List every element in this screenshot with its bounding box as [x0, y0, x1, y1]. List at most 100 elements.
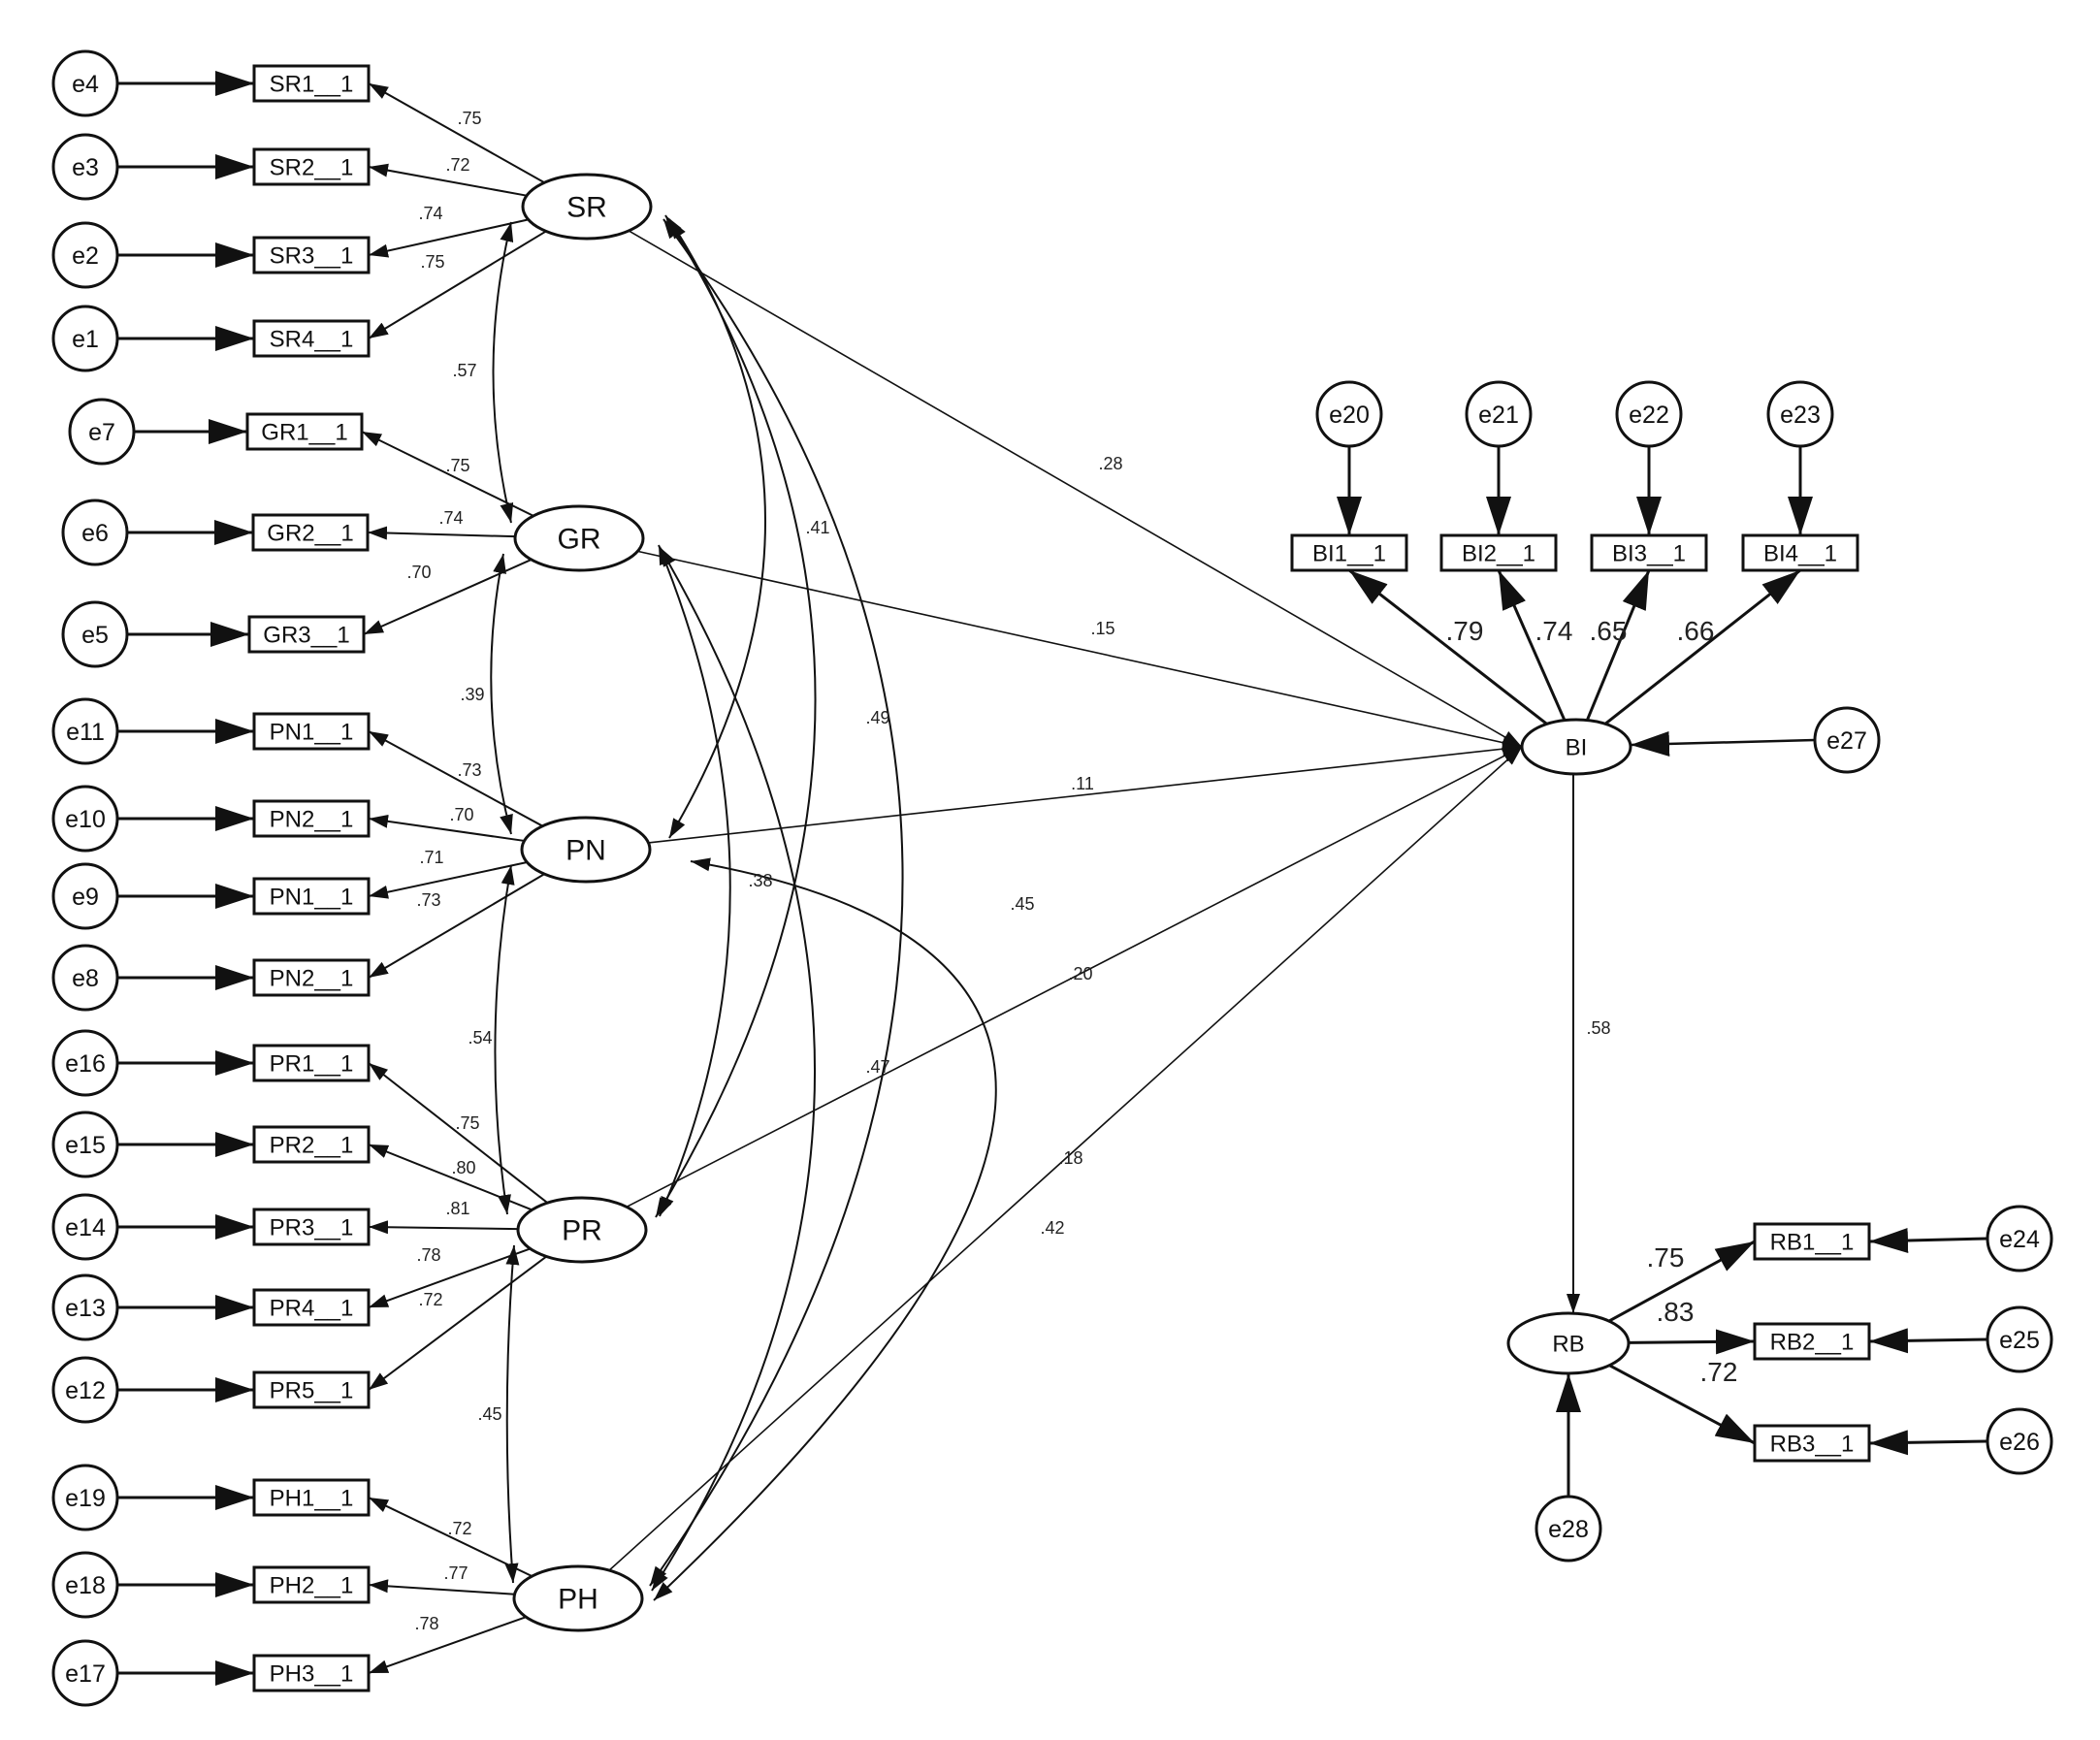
- indicator-label-rb2: RB2__1: [1770, 1330, 1855, 1356]
- loading-label-PH2: .77: [443, 1563, 468, 1583]
- error-e7: [68, 398, 136, 466]
- indicator-ph1: [252, 1478, 371, 1517]
- indicator-ph2: [252, 1565, 371, 1604]
- indicator-bi4: [1741, 533, 1859, 572]
- error-label-e13: e13: [65, 1295, 106, 1322]
- indicator-sr4: [252, 319, 371, 358]
- loading-arrow-RB1: [1608, 1240, 1756, 1323]
- loading-label-SR3: .74: [418, 204, 442, 223]
- error-e1: [51, 305, 119, 372]
- indicator-label-pn3: PN1__1: [270, 885, 354, 911]
- loading-label-GR2: .74: [438, 508, 463, 528]
- path-label-PH-BI: .18: [1058, 1148, 1082, 1168]
- path-label-GR-BI: .15: [1090, 619, 1115, 638]
- correlation-label-PN-PH: .42: [1040, 1218, 1064, 1238]
- loading-label-BI2: .74: [1535, 616, 1573, 646]
- indicator-label-bi1: BI1__1: [1312, 541, 1386, 567]
- loading-label-SR2: .72: [445, 155, 469, 175]
- error-label-e20: e20: [1329, 402, 1370, 429]
- error-arrow-e25: [1868, 1328, 1988, 1354]
- correlation-label-SR-GR: .57: [452, 361, 476, 380]
- error-e12: [51, 1356, 119, 1424]
- error-label-e10: e10: [65, 806, 106, 833]
- error-e16: [51, 1029, 119, 1097]
- indicator-pr3: [252, 1208, 371, 1246]
- error-e13: [51, 1273, 119, 1341]
- loading-label-GR1: .75: [445, 456, 469, 475]
- loading-label-RB2: .83: [1657, 1297, 1695, 1327]
- correlation-label-GR-PN: .39: [460, 685, 484, 704]
- loading-label-PN2: .70: [449, 805, 473, 824]
- indicator-label-sr3: SR3__1: [270, 243, 354, 270]
- indicator-label-pn1: PN1__1: [270, 720, 354, 746]
- loading-label-PR5: .72: [418, 1290, 442, 1309]
- path-arrow-PH-BI: [608, 746, 1523, 1571]
- indicator-label-bi4: BI4__1: [1763, 541, 1837, 567]
- correlation-label-SR-PR: .49: [865, 708, 889, 727]
- path-arrow-PR-BI: [626, 746, 1523, 1208]
- loading-label-BI4: .66: [1677, 616, 1715, 646]
- indicator-bi2: [1439, 533, 1558, 572]
- loading-arrow-PH1: [368, 1497, 533, 1578]
- indicator-label-pr5: PR5__1: [270, 1378, 354, 1404]
- indicator-label-rb3: RB3__1: [1770, 1432, 1855, 1458]
- indicator-pn3: [252, 877, 371, 916]
- indicator-label-pr4: PR4__1: [270, 1296, 354, 1322]
- indicator-label-bi3: BI3__1: [1612, 541, 1686, 567]
- correlation-label-SR-PH: .45: [1010, 894, 1034, 914]
- path-label-BI-RB: .58: [1586, 1018, 1610, 1038]
- error-label-e3: e3: [72, 154, 99, 181]
- latent-label-gr: GR: [558, 524, 601, 556]
- indicator-label-pr2: PR2__1: [270, 1133, 354, 1159]
- error-label-e22: e22: [1629, 402, 1669, 429]
- correlation-arrow-SR-PH: [649, 218, 904, 1587]
- error-label-e2: e2: [72, 242, 99, 270]
- indicator-label-ph2: PH2__1: [270, 1573, 354, 1599]
- loading-label-PR2: .80: [451, 1158, 475, 1177]
- indicator-label-pn2: PN2__1: [270, 807, 354, 833]
- loading-arrow-PR1: [368, 1062, 549, 1204]
- indicator-rb3: [1753, 1424, 1871, 1463]
- error-e25: [1986, 1305, 2053, 1373]
- correlation-arrow-SR-GR: [492, 221, 514, 524]
- error-e18: [51, 1551, 119, 1619]
- path-arrow-PN-BI: [648, 742, 1523, 844]
- correlation-arrow-PR-PH: [504, 1244, 520, 1584]
- loading-label-PN4: .73: [416, 890, 440, 910]
- error-label-e7: e7: [88, 419, 115, 446]
- error-e14: [51, 1193, 119, 1261]
- indicator-label-pn4: PN2__1: [270, 966, 354, 992]
- latent-rb: [1506, 1311, 1631, 1375]
- latent-label-rb: RB: [1552, 1332, 1584, 1358]
- loading-label-GR3: .70: [406, 563, 431, 582]
- correlation-arrow-PN-PR: [494, 864, 515, 1215]
- error-e5: [61, 600, 129, 668]
- error-label-e26: e26: [1999, 1429, 2040, 1456]
- loading-arrow-SR4: [368, 230, 547, 339]
- indicator-label-pr3: PR3__1: [270, 1215, 354, 1241]
- correlation-arrow-GR-PH: [651, 546, 816, 1592]
- indicator-rb2: [1753, 1322, 1871, 1361]
- latent-bi: [1520, 718, 1632, 776]
- latent-pr: [516, 1196, 648, 1264]
- loading-label-RB1: .75: [1647, 1242, 1685, 1273]
- indicator-label-sr2: SR2__1: [270, 155, 354, 181]
- error-label-e6: e6: [81, 520, 109, 547]
- error-e19: [51, 1464, 119, 1531]
- indicator-label-gr1: GR1__1: [261, 420, 347, 446]
- error-label-e15: e15: [65, 1132, 106, 1159]
- loading-arrow-PN4: [368, 873, 545, 979]
- indicator-bi3: [1590, 533, 1708, 572]
- error-e24: [1986, 1205, 2053, 1273]
- indicator-pr5: [252, 1370, 371, 1409]
- indicator-pr2: [252, 1125, 371, 1164]
- loading-label-PN3: .71: [419, 848, 443, 867]
- error-e15: [51, 1111, 119, 1178]
- loading-arrow-PR3: [368, 1220, 519, 1235]
- error-arrow-e27: [1630, 730, 1816, 757]
- indicator-pn1: [252, 712, 371, 751]
- loading-arrow-PH2: [368, 1579, 515, 1595]
- indicator-label-gr2: GR2__1: [267, 521, 353, 547]
- indicator-label-sr4: SR4__1: [270, 327, 354, 353]
